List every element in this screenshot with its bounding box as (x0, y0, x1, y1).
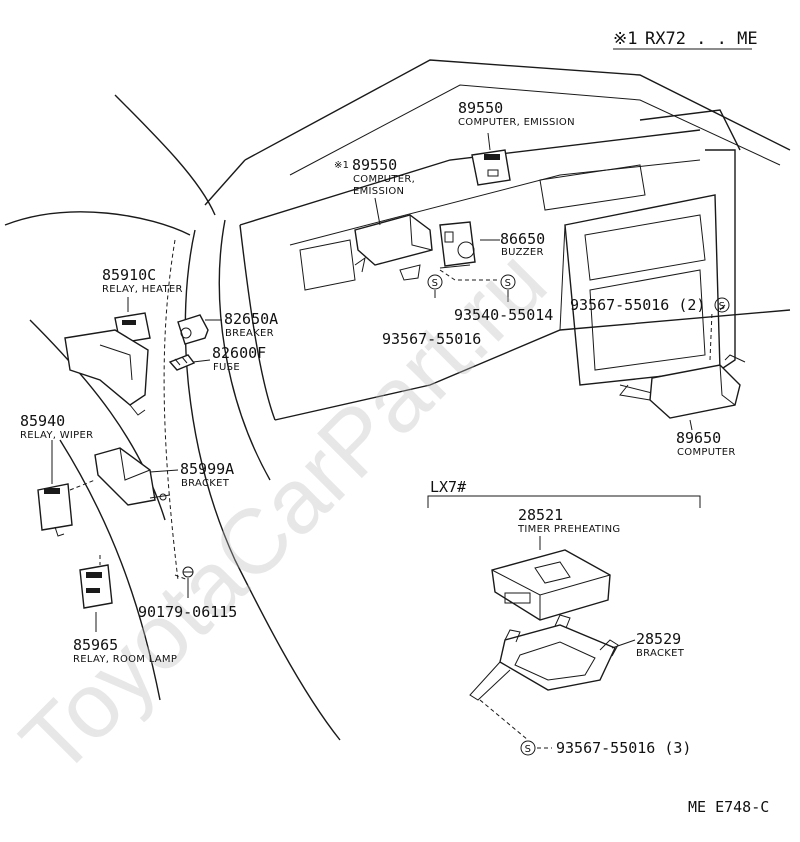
part-28521-label: TIMER PREHEATING (517, 524, 620, 535)
part-85965-label: RELAY, ROOM LAMP (73, 654, 177, 665)
screw-symbol-a: S (427, 274, 443, 290)
drawing-code: ME E748-C (688, 798, 769, 816)
fuse-82600F-part (168, 354, 196, 371)
part-82600F-label: FUSE (213, 362, 240, 373)
part-89550-alt-number: 89550 (352, 156, 397, 174)
part-89550-number: 89550 (458, 99, 503, 117)
part-28521-number: 28521 (518, 506, 563, 524)
part-82650A-number: 82650A (224, 310, 278, 328)
relay-wiper-85940-part (37, 483, 73, 537)
svg-text:S: S (432, 278, 439, 289)
relay-room-lamp-85965-part (79, 564, 113, 609)
clip-90179-part (182, 566, 194, 578)
part-85940-number: 85940 (20, 412, 65, 430)
part-85965-number: 85965 (73, 636, 118, 654)
breaker-82650A-part (177, 314, 209, 345)
part-86650-label: BUZZER (501, 247, 544, 258)
part-93567-c-number: 93567-55016 (3) (556, 739, 691, 757)
part-90179-number: 90179-06115 (138, 603, 237, 621)
bracket-85999A-part (94, 447, 171, 506)
part-85910C-label: RELAY, HEATER (102, 284, 183, 295)
header-mark: ※1 (613, 29, 637, 49)
screw-symbol-b: S (500, 274, 516, 290)
part-82600F-number: 82600F (212, 344, 266, 362)
leader-lines (51, 132, 726, 749)
part-85999A-number: 85999A (180, 460, 234, 478)
part-89550-alt-mark: ※1 (334, 160, 349, 171)
part-89550-label: COMPUTER, EMISSION (458, 117, 575, 128)
part-85940-label: RELAY, WIPER (20, 430, 93, 441)
part-86650-number: 86650 (500, 230, 545, 248)
buzzer-86650-part (439, 221, 476, 269)
section-lx7-label: LX7# (430, 478, 466, 496)
screw-symbol-d: S (520, 740, 536, 756)
part-89650-label: COMPUTER (677, 447, 736, 458)
dashboard-outline (4, 59, 791, 741)
header: ※1 RX72 . . ME (613, 29, 758, 50)
part-93567-a-number: 93567-55016 (382, 330, 481, 348)
part-93567-b-number: 93567-55016 (2) (570, 296, 705, 314)
computer-emission-89550-part (471, 149, 511, 186)
part-82650A-label: BREAKER (225, 328, 274, 339)
part-93540-number: 93540-55014 (454, 306, 553, 324)
svg-text:S: S (719, 301, 726, 312)
svg-text:S: S (505, 278, 512, 289)
lx7-section (427, 495, 701, 701)
part-85999A-label: BRACKET (181, 478, 230, 489)
svg-text:S: S (525, 744, 532, 755)
part-89550-alt-label2: EMISSION (353, 186, 404, 197)
part-28529-label: BRACKET (636, 648, 685, 659)
header-model: RX72 . . ME (645, 29, 758, 49)
junction-block-part (64, 329, 149, 416)
part-28529-number: 28529 (636, 630, 681, 648)
part-85910C-number: 85910C (102, 266, 156, 284)
screw-symbol-c: S (714, 297, 730, 313)
computer-89650-part (619, 354, 746, 419)
computer-emission-alt-part (354, 214, 433, 281)
part-89650-number: 89650 (676, 429, 721, 447)
part-89550-alt-label1: COMPUTER, (353, 174, 415, 185)
